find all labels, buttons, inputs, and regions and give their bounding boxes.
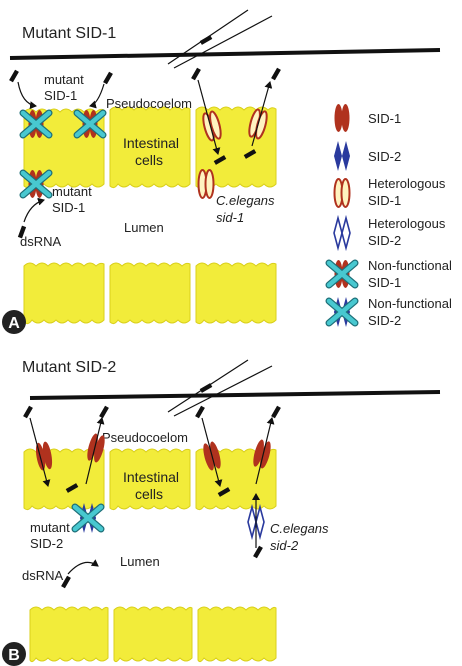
dsrna-molecule (271, 67, 281, 81)
mutant-sid1-bottom-label-line2: SID-1 (52, 200, 85, 215)
panel-b-title: Mutant SID-2 (22, 359, 116, 376)
transport-arrow (255, 417, 275, 485)
legend-item-heterologous-sid1: Heterologous SID-1 (333, 176, 446, 208)
legend-item-sid2: SID-2 (334, 141, 401, 171)
lumen-label: Lumen (120, 554, 160, 569)
intestinal-cells-label: Intestinal (123, 135, 179, 151)
panel-a: Mutant SID-1 mutant SID-1 Pseudocoelom I… (2, 9, 441, 334)
injection-needle (167, 359, 273, 417)
heterologous-sid1-transporter (197, 169, 215, 199)
dsrna-molecule (199, 383, 213, 393)
panel-a-badge-letter: A (8, 315, 20, 332)
legend-item-nonfunctional-sid2: Non-functional SID-2 (329, 296, 452, 328)
nonfunctional-cross-icon (75, 507, 101, 529)
basal-membrane (9, 48, 441, 60)
dsrna-molecule (199, 35, 213, 45)
intestinal-cell (109, 106, 191, 189)
panel-b-badge-letter: B (8, 647, 20, 664)
celegans-sid2-label-line2: sid-2 (270, 538, 299, 553)
legend-label: SID-2 (368, 149, 401, 164)
transport-arrow (85, 417, 105, 485)
legend-label: Heterologous (368, 216, 446, 231)
celegans-sid1-label: C.elegans (216, 193, 275, 208)
cross-icon (329, 263, 355, 285)
mutant-sid1-label: mutant (44, 72, 84, 87)
dsrna-molecule (99, 405, 109, 419)
legend-label: Heterologous (368, 176, 446, 191)
blocked-arrow (17, 81, 37, 110)
intestinal-cell (195, 262, 277, 325)
blocked-arrow (23, 197, 45, 223)
heterologous-sid2-icon (333, 217, 351, 249)
dsrna-molecule (9, 69, 19, 83)
panel-a-title: Mutant SID-1 (22, 25, 116, 42)
legend: SID-1 SID-2 Heterologous SID-1 Heterolog… (329, 104, 452, 328)
legend-item-nonfunctional-sid1: Non-functional SID-1 (329, 258, 452, 290)
transport-arrow (29, 417, 51, 487)
sid1-icon (334, 104, 350, 132)
blocked-arrow (89, 83, 105, 109)
legend-label-line2: SID-2 (368, 313, 401, 328)
sid2-icon (334, 141, 350, 171)
legend-label-line2: SID-2 (368, 233, 401, 248)
mutant-sid1-label-line2: SID-1 (44, 88, 77, 103)
legend-label-line2: SID-1 (368, 193, 401, 208)
mutant-sid2-label-line2: SID-2 (30, 536, 63, 551)
celegans-sid1-label-line2: sid-1 (216, 210, 244, 225)
legend-label-line2: SID-1 (368, 275, 401, 290)
dsrna-molecule (253, 545, 263, 559)
blocked-arrow (67, 559, 99, 575)
legend-item-sid1: SID-1 (334, 104, 401, 132)
dsrna-molecule (103, 71, 113, 85)
panel-b: Mutant SID-2 Pseudocoelom Intestinal cel… (2, 359, 441, 666)
dsrna-label: dsRNA (22, 568, 64, 583)
dsrna-molecule (23, 405, 33, 419)
transport-arrow (251, 81, 273, 147)
intestinal-cell (109, 448, 191, 511)
dsrna-molecule (195, 405, 205, 419)
intestinal-cell (113, 606, 193, 663)
dsrna-label: dsRNA (20, 234, 62, 249)
mutant-sid1-bottom-label: mutant (52, 184, 92, 199)
legend-item-heterologous-sid2: Heterologous SID-2 (333, 216, 446, 249)
lumen-label: Lumen (124, 220, 164, 235)
legend-label: Non-functional (368, 296, 452, 311)
intestinal-cell (29, 606, 109, 663)
basal-membrane (29, 390, 441, 400)
intestinal-cell (23, 262, 105, 325)
intestinal-cells-label-line2: cells (135, 152, 163, 168)
intestinal-cell (197, 606, 277, 663)
panel-a-badge (2, 310, 26, 334)
celegans-sid2-label: C.elegans (270, 521, 329, 536)
panel-b-badge (2, 642, 26, 666)
pseudocoelom-label: Pseudocoelom (102, 430, 188, 445)
intestinal-cells-label-line2: cells (135, 486, 163, 502)
injection-needle (167, 9, 273, 69)
pseudocoelom-label: Pseudocoelom (106, 96, 192, 111)
intestinal-cell (109, 262, 191, 325)
dsrna-molecule (271, 405, 281, 419)
mutant-sid2-label: mutant (30, 520, 70, 535)
transport-arrow (201, 417, 223, 487)
legend-label: Non-functional (368, 258, 452, 273)
transport-arrow (197, 79, 221, 155)
heterologous-sid1-icon (333, 178, 351, 208)
legend-label: SID-1 (368, 111, 401, 126)
intestinal-cells-label: Intestinal (123, 469, 179, 485)
cross-icon (329, 301, 355, 323)
dsrna-molecule (191, 67, 201, 81)
